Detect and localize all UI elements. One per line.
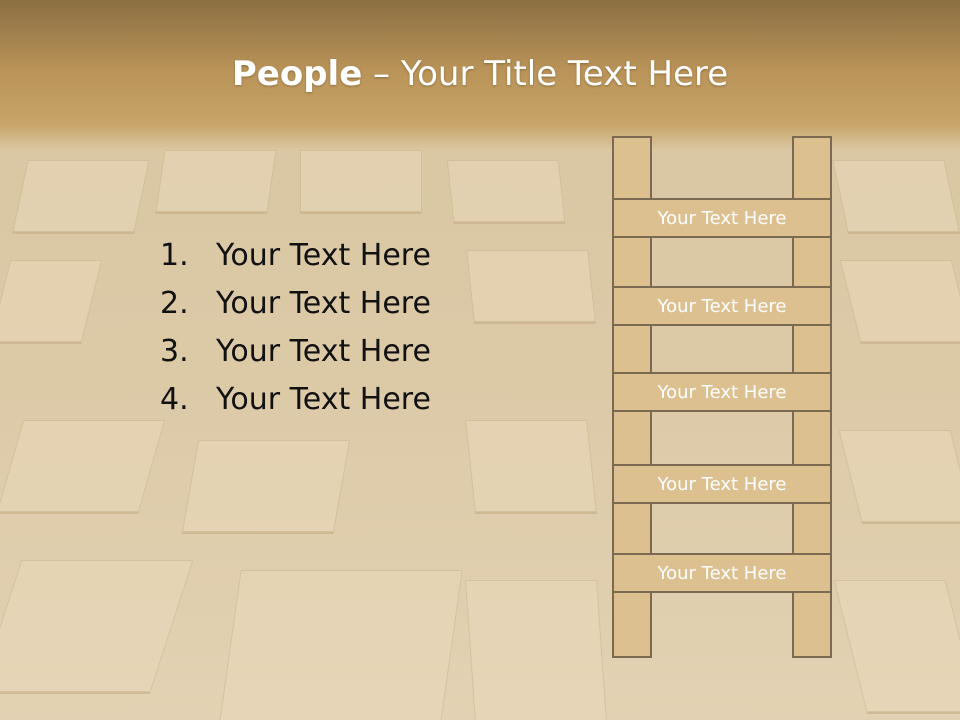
list-item: 1. Your Text Here [160, 232, 540, 280]
list-item-text: Your Text Here [216, 334, 431, 369]
ladder-rung: Your Text Here [612, 553, 832, 593]
list-item: 4. Your Text Here [160, 376, 540, 424]
ladder-rung-label: Your Text Here [657, 473, 787, 495]
list-item-text: Your Text Here [216, 238, 431, 273]
ladder-rung: Your Text Here [612, 464, 832, 504]
list-item-text: Your Text Here [216, 286, 431, 321]
list-item-number: 4. [160, 382, 189, 417]
list-item-number: 2. [160, 286, 189, 321]
list-item-text: Your Text Here [216, 382, 431, 417]
slide-title-bold: People [231, 54, 363, 94]
ladder-rung: Your Text Here [612, 372, 832, 412]
list-item: 3. Your Text Here [160, 328, 540, 376]
numbered-list: 1. Your Text Here 2. Your Text Here 3. Y… [160, 232, 540, 424]
ladder-rung-label: Your Text Here [657, 295, 787, 317]
ladder-rung: Your Text Here [612, 198, 832, 238]
list-item: 2. Your Text Here [160, 280, 540, 328]
ladder-rung-label: Your Text Here [657, 207, 787, 229]
ladder-rung-label: Your Text Here [657, 562, 787, 584]
list-item-number: 3. [160, 334, 189, 369]
ladder-rung-label: Your Text Here [657, 381, 787, 403]
slide-title: People – Your Title Text Here [0, 52, 960, 96]
list-item-number: 1. [160, 238, 189, 273]
ladder-rung: Your Text Here [612, 286, 832, 326]
slide-title-rest: – Your Title Text Here [362, 54, 729, 94]
decor-box [300, 150, 422, 212]
